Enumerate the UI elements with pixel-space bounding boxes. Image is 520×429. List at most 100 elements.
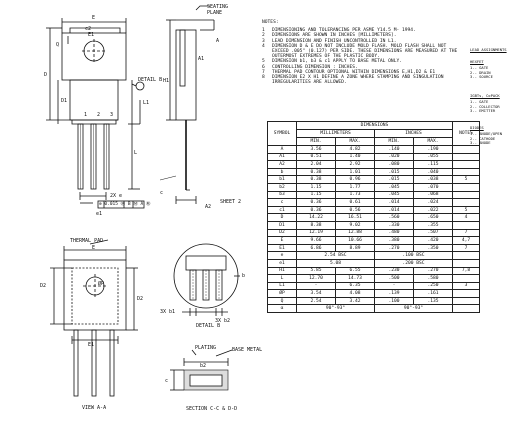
table-cell bbox=[452, 289, 480, 298]
table-cell: c bbox=[267, 198, 297, 207]
dim-2x-e-label: 2X e bbox=[110, 193, 123, 199]
note-text: LEAD DIMENSION AND FINISH UNCONTROLLED I… bbox=[272, 38, 397, 44]
note-number: 7 bbox=[262, 69, 265, 75]
note-text: CONTROLLING DIMENSION : INCHES. bbox=[272, 64, 358, 70]
table-cell: b3 bbox=[267, 190, 297, 200]
table-cell bbox=[452, 182, 480, 192]
legend-item: 3.- SOURCE bbox=[470, 74, 493, 80]
table-cell: 5 bbox=[452, 175, 480, 184]
table-title: DIMENSIONS bbox=[296, 121, 453, 130]
table-cell: Q bbox=[267, 296, 297, 306]
section-label: SECTION C-C & D-D bbox=[186, 406, 238, 412]
col-in-max: MAX. bbox=[413, 137, 453, 146]
tolerance-label: ⊕ 0.015 Ⓜ B Ⓜ A Ⓜ bbox=[99, 202, 151, 207]
table-cell: .200 BSC bbox=[374, 258, 453, 268]
table-cell: .270 bbox=[413, 266, 453, 276]
lead-assignments-title: LEAD ASSIGNMENTS bbox=[470, 47, 507, 52]
table-cell: 16.51 bbox=[335, 213, 375, 222]
table-cell: 0.51 bbox=[296, 152, 336, 162]
table-cell: e1 bbox=[267, 258, 297, 268]
col-symbol: SYMBOL bbox=[267, 121, 297, 146]
note-text: DIMENSIONING AND TOLERANCING PER ASME Y1… bbox=[272, 28, 416, 34]
table-cell: .580 bbox=[413, 274, 453, 283]
table-cell bbox=[452, 160, 480, 169]
table-cell bbox=[452, 274, 480, 283]
dim-E-label: E bbox=[92, 15, 96, 21]
table-cell: 0.96 bbox=[335, 175, 375, 184]
table-cell: 0.61 bbox=[335, 198, 375, 207]
table-cell: .139 bbox=[374, 289, 414, 298]
dim-3x-b2-label: 3X b2 bbox=[215, 318, 231, 324]
table-cell: 6.35 bbox=[335, 281, 375, 291]
table-cell: H1 bbox=[267, 266, 297, 276]
dim-Q-label: Q bbox=[56, 42, 60, 48]
table-cell: 90°-93° bbox=[374, 304, 453, 314]
dim-c-section-label: c bbox=[165, 378, 169, 384]
dim-E-bottom-label: E bbox=[92, 245, 96, 251]
note-number: 5 bbox=[262, 59, 265, 65]
side-body bbox=[175, 29, 197, 121]
table-cell: c1 bbox=[267, 205, 297, 215]
dim-b-label: b bbox=[242, 273, 246, 279]
legend-group-hexfet: HEXFET 1.- GATE 2.- DRAIN 3.- SOURCE bbox=[470, 59, 493, 80]
table-cell: 14.22 bbox=[296, 213, 336, 222]
table-cell: .355 bbox=[413, 220, 453, 230]
legend-group-title: HEXFET bbox=[470, 59, 484, 64]
table-cell: 4 bbox=[452, 213, 480, 222]
pin-3-label: 3 bbox=[110, 112, 114, 118]
col-mm-min: MIN. bbox=[296, 137, 336, 146]
pin-1-label: 1 bbox=[84, 112, 88, 118]
table-cell: .330 bbox=[374, 220, 414, 230]
col-mm-max: MAX. bbox=[335, 137, 375, 146]
col-millimeters: MILLIMETERS bbox=[296, 129, 375, 138]
legend-group-igbt: IGBTs, CoPACK 1.- GATE 2.- COLLECTOR 3.-… bbox=[470, 93, 500, 114]
table-cell: 14.73 bbox=[335, 274, 375, 283]
table-cell: .022 bbox=[413, 205, 453, 215]
table-cell: .560 bbox=[374, 213, 414, 222]
table-cell: 3.56 bbox=[296, 145, 336, 154]
table-cell: .500 bbox=[374, 274, 414, 283]
table-cell: 1.73 bbox=[335, 190, 375, 200]
table-cell bbox=[452, 220, 480, 230]
legend-item: 3.- EMITTER bbox=[470, 108, 496, 114]
col-inches: INCHES bbox=[374, 129, 453, 138]
table-cell: 8.38 bbox=[296, 220, 336, 230]
table-cell: .230 bbox=[374, 266, 414, 276]
note-number: 6 bbox=[262, 64, 265, 70]
table-cell: .100 BSC bbox=[374, 251, 453, 260]
tolerance-frame bbox=[97, 200, 145, 209]
table-cell: 12.88 bbox=[335, 228, 375, 238]
table-cell: .100 bbox=[374, 296, 414, 306]
table-cell: D2 bbox=[267, 228, 297, 238]
dim-phi-p-label: ØP bbox=[98, 281, 105, 287]
seating-plane-label: SEATING PLANE bbox=[207, 4, 229, 16]
table-cell: .190 bbox=[413, 145, 453, 154]
legend-group-title: IGBTs, CoPACK bbox=[470, 93, 500, 98]
table-cell bbox=[452, 152, 480, 162]
table-cell: .020 bbox=[374, 152, 414, 162]
view-a-a-label: VIEW A-A bbox=[82, 405, 107, 411]
note-text: DIMENSIONS ARE SHOWN IN INCHES [MILLIMET… bbox=[272, 33, 397, 39]
table-cell: 1.01 bbox=[335, 167, 375, 177]
table-cell: 5 bbox=[452, 205, 480, 215]
table-cell: .040 bbox=[413, 167, 453, 177]
note-number: 3 bbox=[262, 38, 265, 44]
table-cell: .650 bbox=[413, 213, 453, 222]
note-text: DIMENSION b1, b3 & c1 APPLY TO BASE META… bbox=[272, 59, 402, 65]
table-cell: 5.08 bbox=[296, 258, 375, 268]
base-metal-label: BASE METAL bbox=[232, 347, 263, 353]
table-cell: .420 bbox=[413, 236, 453, 245]
table-cell: .015 bbox=[374, 175, 414, 184]
table-cell bbox=[452, 304, 480, 314]
table-cell: 90°-93° bbox=[296, 304, 375, 314]
dim-D2-label: D2 bbox=[137, 296, 144, 302]
table-cell: .024 bbox=[413, 198, 453, 207]
